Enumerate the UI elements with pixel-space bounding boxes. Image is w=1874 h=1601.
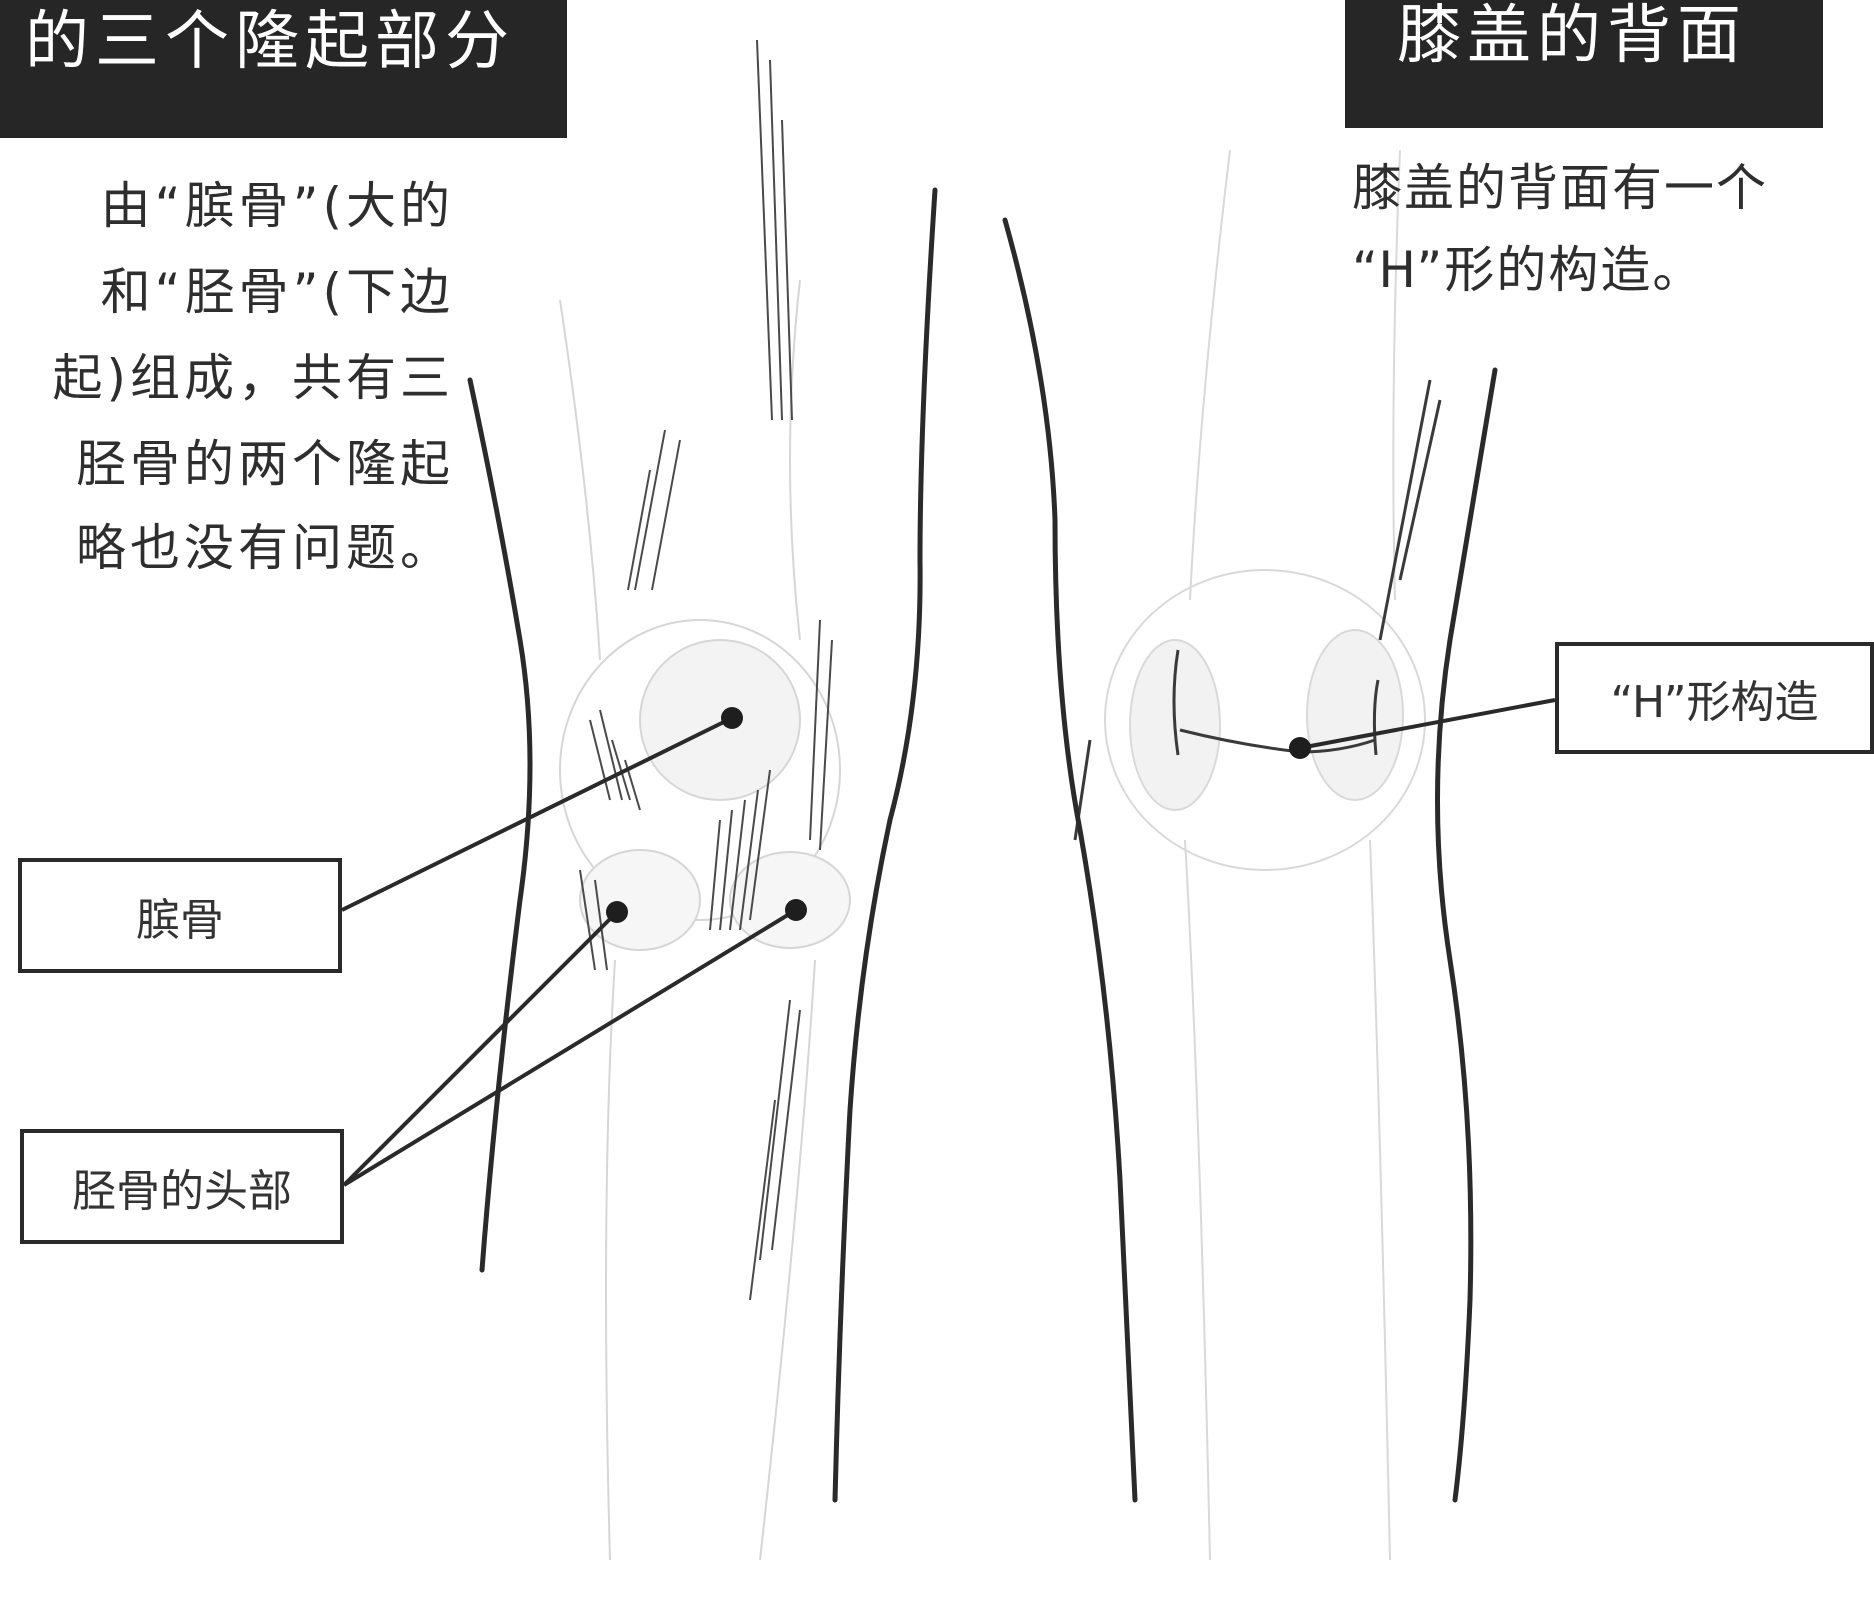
- left-title-banner: 的三个隆起部分: [0, 0, 567, 138]
- h-structure-label: “H”形构造: [1555, 642, 1874, 754]
- leader-dots: [606, 707, 1311, 923]
- patella-leader: [341, 716, 733, 912]
- tibia-leader-left: [342, 910, 619, 1187]
- left-paragraph-line: 胫骨的两个隆起: [76, 435, 454, 493]
- tibia-head-right-sketch: [729, 851, 851, 949]
- left-title: 的三个隆起部分: [25, 5, 515, 79]
- front-knee-right-contour: [832, 187, 938, 1503]
- leader-lines: [341, 698, 1556, 1187]
- left-paragraph-line: 略也没有问题。: [76, 519, 454, 577]
- h-structure-label-text: “H”形构造: [1610, 677, 1819, 728]
- shin-sketch: [605, 959, 816, 1561]
- patella-dot: [721, 707, 743, 729]
- front-knee-sketch: [559, 619, 841, 921]
- h-right-stroke: [1372, 679, 1380, 756]
- right-title: 膝盖的背面: [1397, 0, 1747, 73]
- front-knee-left-contour: [467, 377, 533, 1273]
- patella-sketch: [639, 639, 801, 801]
- back-knee-right-contour: [1435, 367, 1498, 1503]
- tibia-dot-right: [785, 899, 807, 921]
- back-shin-sketch: [1184, 839, 1391, 1561]
- right-paragraph-line: “H”形的构造。: [1352, 241, 1705, 299]
- back-right-condyle-sketch: [1306, 629, 1404, 801]
- back-knee-left-contour: [1002, 217, 1138, 1503]
- right-title-banner: 膝盖的背面: [1345, 0, 1823, 128]
- left-paragraph-line: 和“胫骨”(下边: [100, 263, 454, 321]
- back-knee-drawing: [1002, 149, 1498, 1561]
- left-paragraph-line: 由“膑骨”(大的: [100, 177, 454, 235]
- tibia-head-label: 胫骨的头部: [20, 1129, 344, 1244]
- patella-label-text: 膑骨: [136, 894, 224, 946]
- tibia-leader-right: [342, 908, 798, 1187]
- back-thigh-sketch: [1189, 149, 1401, 601]
- front-knee-drawing: [467, 39, 938, 1561]
- patella-label: 膑骨: [18, 858, 342, 973]
- tibia-head-label-text: 胫骨的头部: [72, 1165, 292, 1217]
- back-knee-sketch: [1104, 569, 1426, 871]
- h-dot: [1289, 737, 1311, 759]
- right-paragraph-line: 膝盖的背面有一个: [1352, 159, 1768, 217]
- left-paragraph-line: 起)组成，共有三: [52, 349, 454, 407]
- h-leader: [1299, 698, 1556, 750]
- h-left-stroke: [1172, 649, 1180, 756]
- tibia-dot-left: [606, 901, 628, 923]
- tibia-head-left-sketch: [579, 849, 701, 951]
- thigh-sketch: [559, 279, 801, 661]
